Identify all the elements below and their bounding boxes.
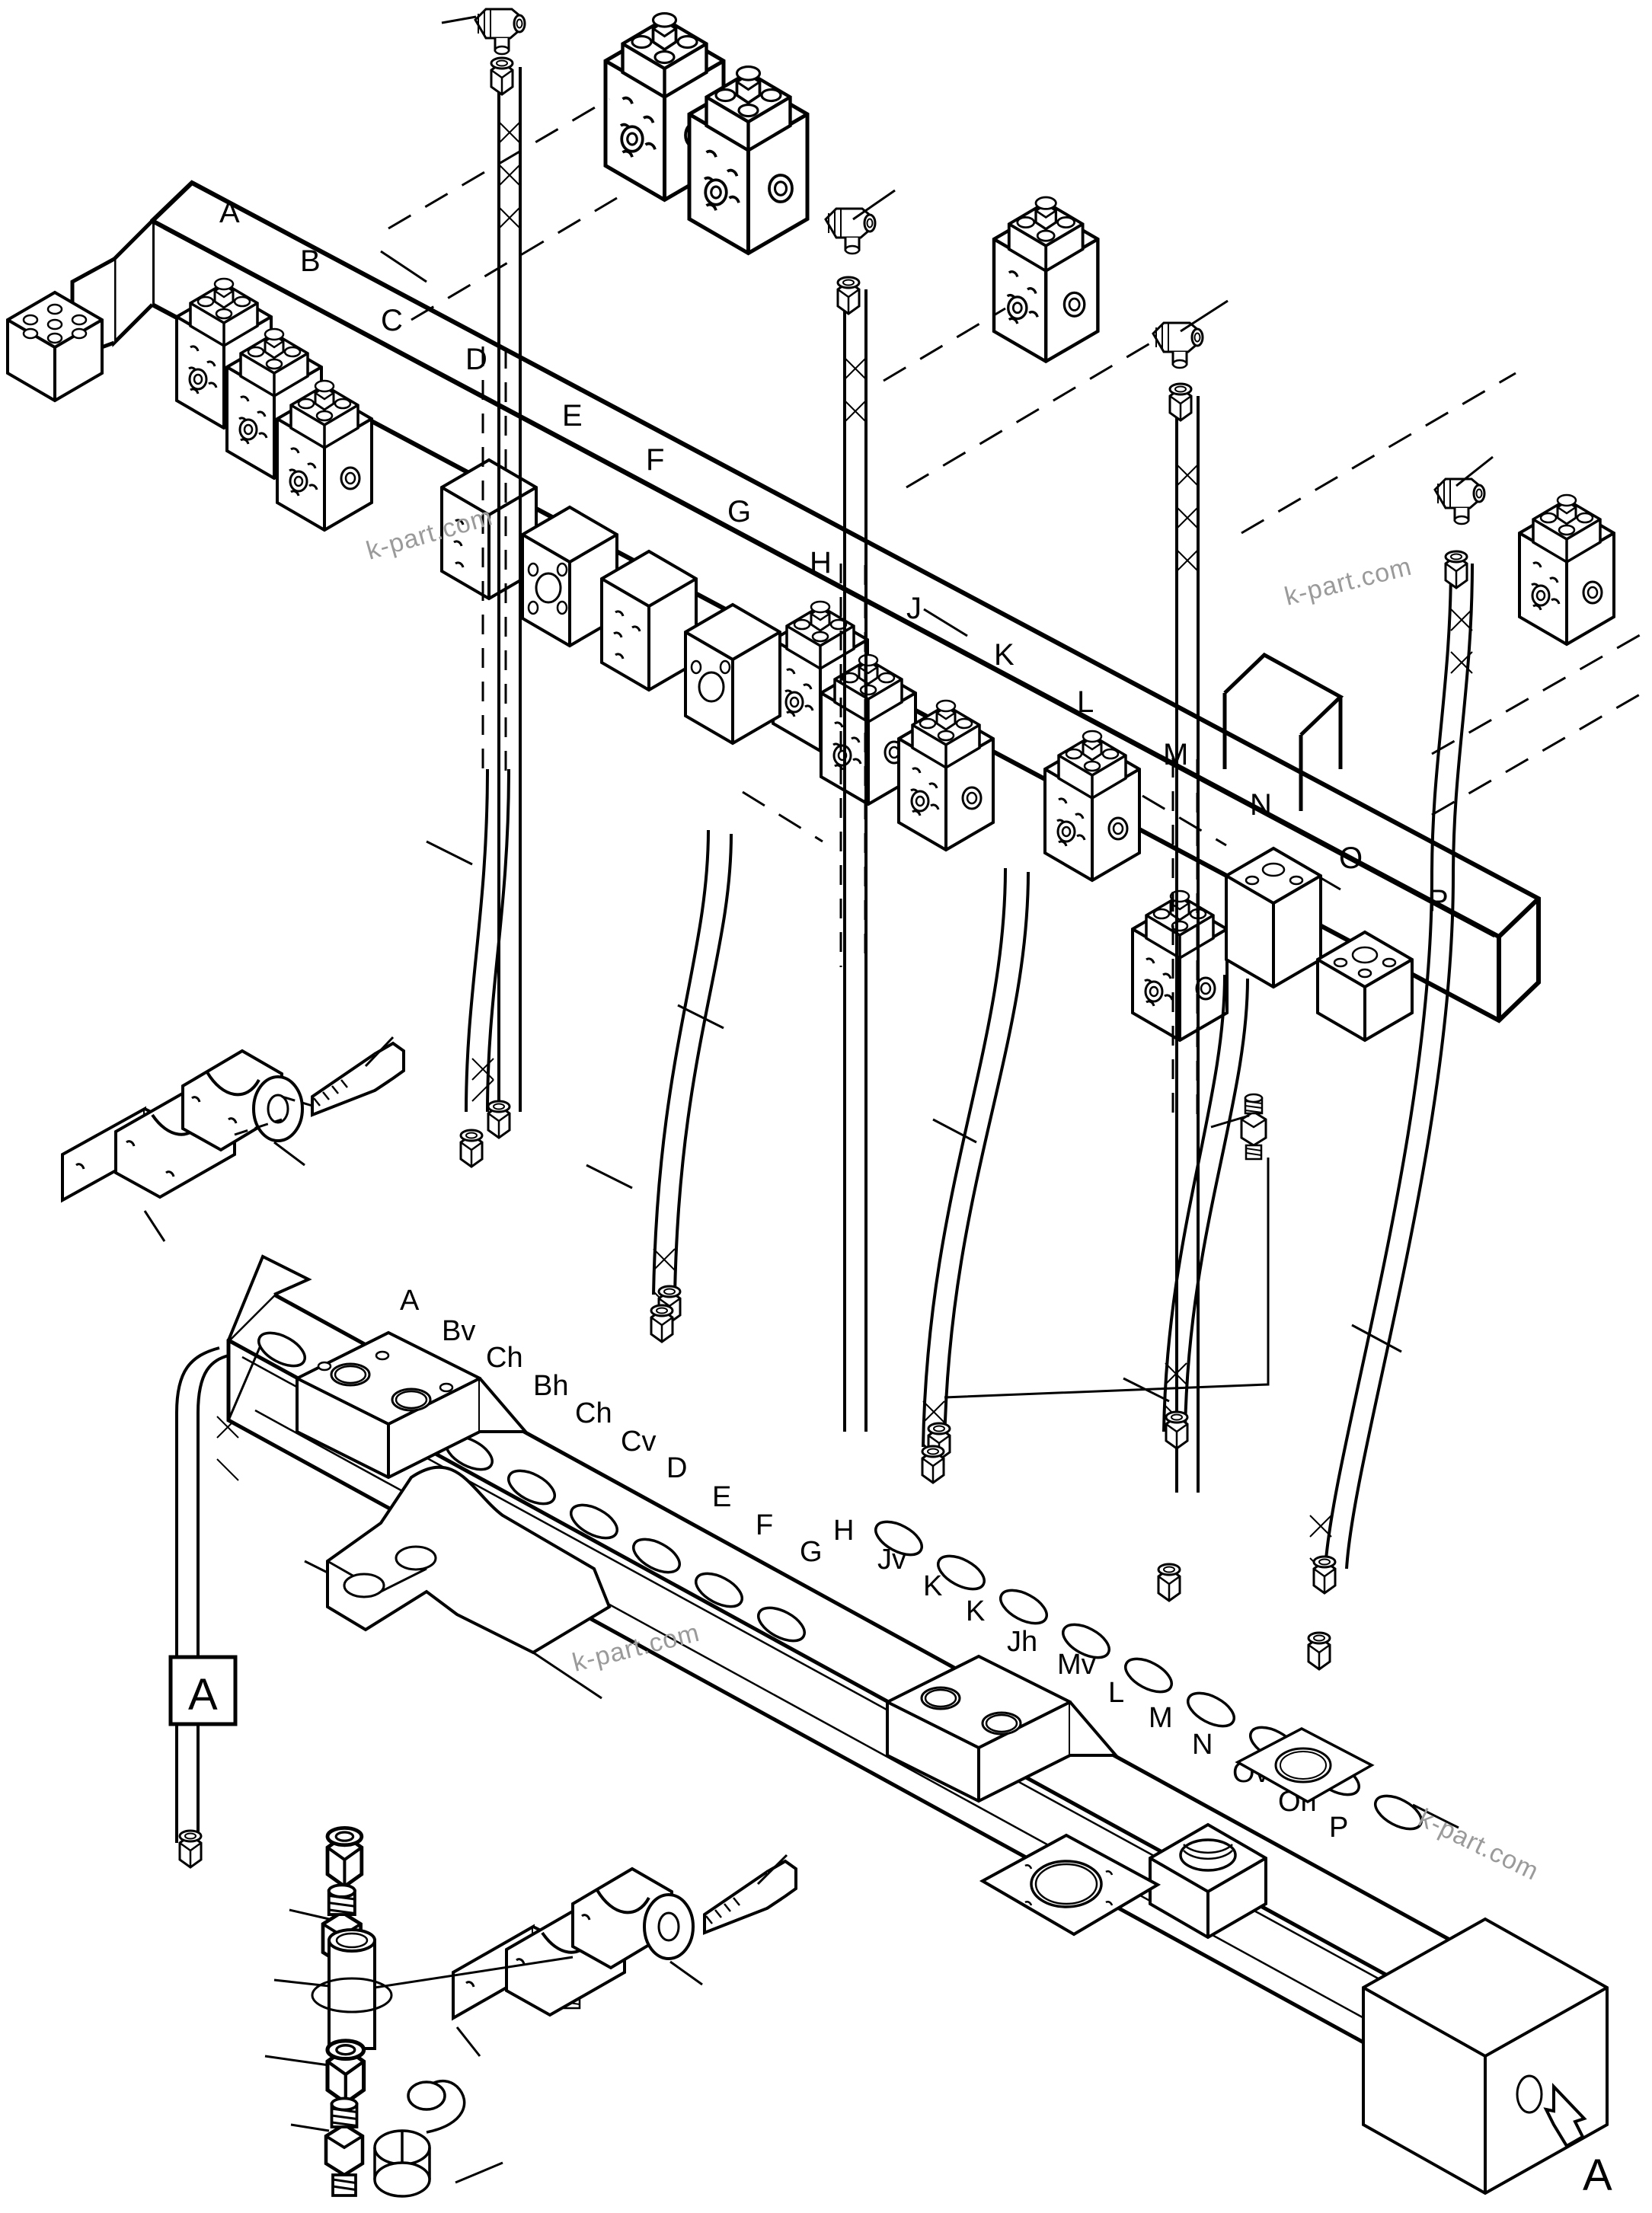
upper-label-C: C [381,304,403,337]
union-nut [490,56,514,96]
lower-label-E: E [712,1481,731,1513]
lower-rail-block [886,1654,1120,1803]
upper-label-N: N [1250,788,1272,822]
end-port-block [6,290,104,403]
lower-label-Ch2: Ch [575,1397,612,1429]
upper-label-K: K [994,638,1015,672]
lower-label-Jh: Jh [1007,1626,1037,1658]
lower-label-H: H [833,1515,854,1547]
union-nut [1165,1410,1189,1450]
leader-lines-fittings [441,15,1494,487]
watermark: k-part.com [1414,1803,1543,1886]
clamp-assembly-upper [61,1036,405,1242]
union-nut [1307,1631,1331,1671]
lower-label-G: G [800,1536,823,1568]
upper-rail-step [1222,652,1344,811]
lower-label-Bh: Bh [533,1370,568,1402]
lower-label-M: M [1149,1702,1173,1734]
lower-label-Cv: Cv [621,1426,656,1458]
lower-rail-block [296,1330,529,1480]
port-block [1225,846,1322,989]
lower-label-N: N [1192,1729,1213,1761]
lower-label-F: F [756,1509,773,1541]
threaded-boss [1149,1822,1267,1940]
mounting-bracket [326,1465,612,1700]
union-nut [836,276,861,315]
hex-bolt [311,1041,405,1117]
view-direction-arrow: A [1543,2083,1612,2200]
elbow-fitting [474,8,526,56]
union-nut [487,1100,511,1139]
upper-label-A: A [219,196,240,229]
dust-cap-with-chain [373,2079,466,2198]
union-nut [328,2041,364,2103]
union-nut [178,1829,203,1869]
upper-label-D: D [465,343,487,376]
bottom-fitting-stack [264,1828,574,2198]
upper-label-B: B [300,244,321,278]
plain-block-group [6,290,1414,1043]
port-block [684,602,781,746]
detached-valve-block [1518,493,1615,646]
upper-label-E: E [562,399,583,433]
valve-block [1131,889,1229,1042]
port-block [1316,930,1414,1043]
union-nut [1157,1563,1181,1602]
upper-rail-label-group: A B C D E F G H J K L M N O P [219,196,1449,918]
lower-label-A: A [400,1285,420,1317]
union-nut [921,1445,945,1484]
detached-valve-block [994,197,1098,362]
lower-label-Mv: Mv [1057,1649,1096,1681]
clamp-assembly-lower [452,1854,797,2057]
union-nut [1168,382,1193,422]
end-port-block [1362,1917,1609,2195]
lower-label-D: D [666,1452,687,1484]
upper-label-J: J [906,592,922,625]
lower-label-Bv: Bv [442,1315,475,1347]
watermark: k-part.com [1282,552,1415,612]
union-nut [459,1129,484,1168]
union-nut [328,1828,362,1886]
upper-label-H: H [810,546,832,580]
hose-clamp-half [181,1049,283,1152]
flat-washer [252,1075,304,1142]
port-block [521,505,618,648]
lower-label-Jv: Jv [877,1544,906,1576]
upper-label-G: G [727,495,751,529]
lower-rail-port-face [979,1833,1162,1937]
elbow-fitting [1152,321,1204,369]
pipe-sleeve [311,1928,393,2050]
elbow-fitting [824,207,877,255]
lower-label-K: K [923,1570,942,1602]
lower-label-P: P [1329,1812,1348,1844]
union-nut [1312,1555,1337,1595]
elbow-fitting [1433,477,1486,525]
lower-label-L: L [1108,1677,1124,1709]
lower-label-K2: K [966,1595,985,1627]
adapter-leaders [944,1114,1270,1399]
detail-marker-label: A [188,1670,218,1720]
view-arrow-label: A [1583,2151,1612,2200]
lower-label-Ch: Ch [486,1342,523,1374]
hose-group [497,67,1474,1570]
threaded-adapter [1240,1093,1267,1161]
upper-label-L: L [1077,685,1094,719]
curved-hose-group [175,768,1249,1843]
union-nut [650,1304,674,1343]
lower-rail-port-face [1235,1727,1375,1804]
lower-rail-label-group: A Bv Ch Bh Ch Cv D E F G H Jv K K Jh Mv … [400,1285,1348,1844]
union-nut [1444,550,1468,589]
threaded-adapter [326,2099,363,2196]
hex-bolt [703,1859,797,1935]
port-block [600,549,698,692]
upper-label-F: F [646,443,664,477]
detail-marker-box: A [168,1655,238,1726]
upper-label-O: O [1339,841,1363,875]
flat-washer [643,1893,695,1960]
